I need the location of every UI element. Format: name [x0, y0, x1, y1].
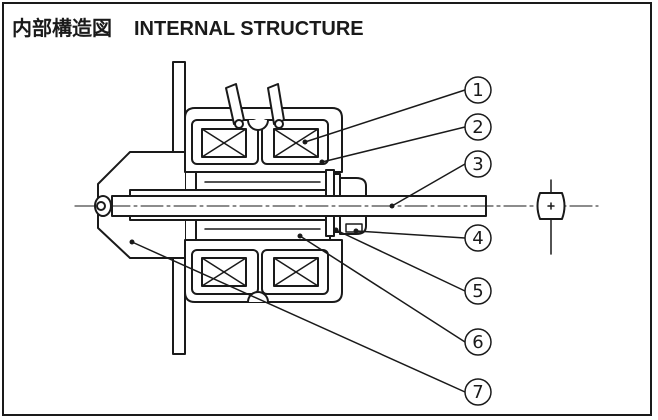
callout-3-label: 3	[472, 154, 483, 175]
callout-4: 4	[464, 224, 492, 252]
callout-4-label: 4	[472, 228, 483, 249]
lower-coil-assembly	[184, 239, 343, 303]
leader-dots	[129, 139, 395, 245]
callout-5: 5	[464, 277, 492, 305]
output-shaft	[74, 195, 599, 217]
callout-3: 3	[464, 150, 492, 178]
callout-6: 6	[464, 328, 492, 356]
shaft-end-section	[536, 179, 566, 255]
callout-6-label: 6	[472, 332, 483, 353]
title-japanese: 内部構造図	[12, 16, 112, 40]
callout-1-label: 1	[472, 80, 483, 101]
callout-2: 2	[464, 113, 492, 141]
rotor-core	[195, 171, 331, 241]
figure-frame	[2, 2, 652, 416]
lead-wires	[225, 83, 285, 129]
callout-1: 1	[464, 76, 492, 104]
callout-7-label: 7	[472, 382, 483, 403]
callout-5-label: 5	[472, 281, 483, 302]
title-english: INTERNAL STRUCTURE	[134, 18, 364, 40]
upper-coil-assembly	[184, 107, 343, 173]
callout-2-label: 2	[472, 117, 483, 138]
callout-7: 7	[464, 378, 492, 406]
diagram-title: 内部構造図 INTERNAL STRUCTURE	[12, 8, 364, 48]
leader-lines	[131, 89, 466, 393]
